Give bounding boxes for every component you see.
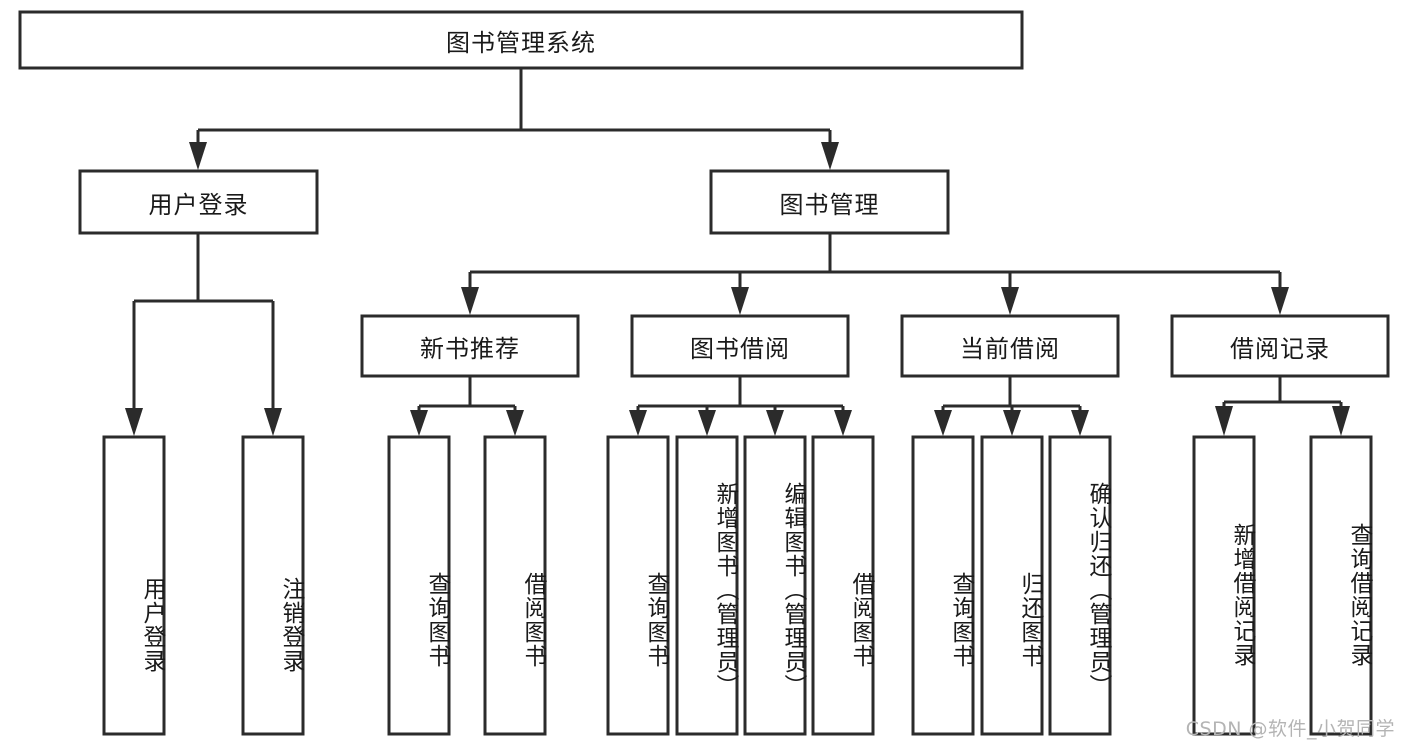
arrow-to-leaf-add-record — [1215, 406, 1233, 436]
node-leaf-return-book[interactable] — [980, 435, 1044, 736]
arrow-to-leaf-query-book-3 — [934, 410, 952, 436]
arrow-to-leaf-confirm-return — [1071, 410, 1089, 436]
arrow-to-new-book-rec — [461, 287, 479, 315]
arrow-to-leaf-query-book-1 — [410, 410, 428, 436]
arrow-to-leaf-query-record — [1332, 406, 1350, 436]
node-leaf-borrow-book-2[interactable] — [811, 435, 875, 736]
node-leaf-borrow-book-1[interactable] — [483, 435, 547, 736]
arrow-to-user-login — [189, 142, 207, 170]
arrow-to-borrow-record — [1271, 287, 1289, 315]
arrow-to-leaf-borrow-book-2 — [834, 410, 852, 436]
node-leaf-add-book[interactable] — [675, 435, 739, 736]
node-leaf-query-record[interactable] — [1309, 435, 1373, 736]
node-borrow-record[interactable] — [1170, 314, 1390, 378]
node-leaf-confirm-return[interactable] — [1048, 435, 1112, 736]
arrow-to-leaf-borrow-book-1 — [506, 410, 524, 436]
node-leaf-query-book-2[interactable] — [606, 435, 670, 736]
arrow-to-leaf-user-login — [125, 408, 143, 436]
arrow-to-leaf-user-logout — [264, 408, 282, 436]
arrow-to-leaf-query-book-2 — [629, 410, 647, 436]
node-leaf-query-book-1[interactable] — [387, 435, 451, 736]
node-rectangles — [18, 10, 1390, 736]
arrow-to-current-borrow — [1001, 287, 1019, 315]
arrow-to-leaf-return-book — [1003, 410, 1021, 436]
node-leaf-user-logout[interactable] — [241, 435, 305, 736]
node-current-borrow[interactable] — [900, 314, 1120, 378]
arrow-to-book-borrow — [731, 287, 749, 315]
node-leaf-user-login[interactable] — [102, 435, 166, 736]
arrow-to-leaf-add-book — [698, 410, 716, 436]
arrow-to-book-manage — [821, 142, 839, 170]
node-book-manage[interactable] — [709, 169, 950, 235]
node-root[interactable] — [18, 10, 1024, 70]
node-leaf-query-book-3[interactable] — [911, 435, 975, 736]
node-leaf-add-record[interactable] — [1192, 435, 1256, 736]
node-new-book-rec[interactable] — [360, 314, 580, 378]
watermark-text: CSDN @软件_小贺同学 — [1185, 718, 1395, 740]
node-book-borrow[interactable] — [630, 314, 850, 378]
arrow-to-leaf-edit-book — [766, 410, 784, 436]
arrow-heads — [125, 142, 1350, 436]
node-user-login[interactable] — [78, 169, 319, 235]
node-leaf-edit-book[interactable] — [743, 435, 807, 736]
